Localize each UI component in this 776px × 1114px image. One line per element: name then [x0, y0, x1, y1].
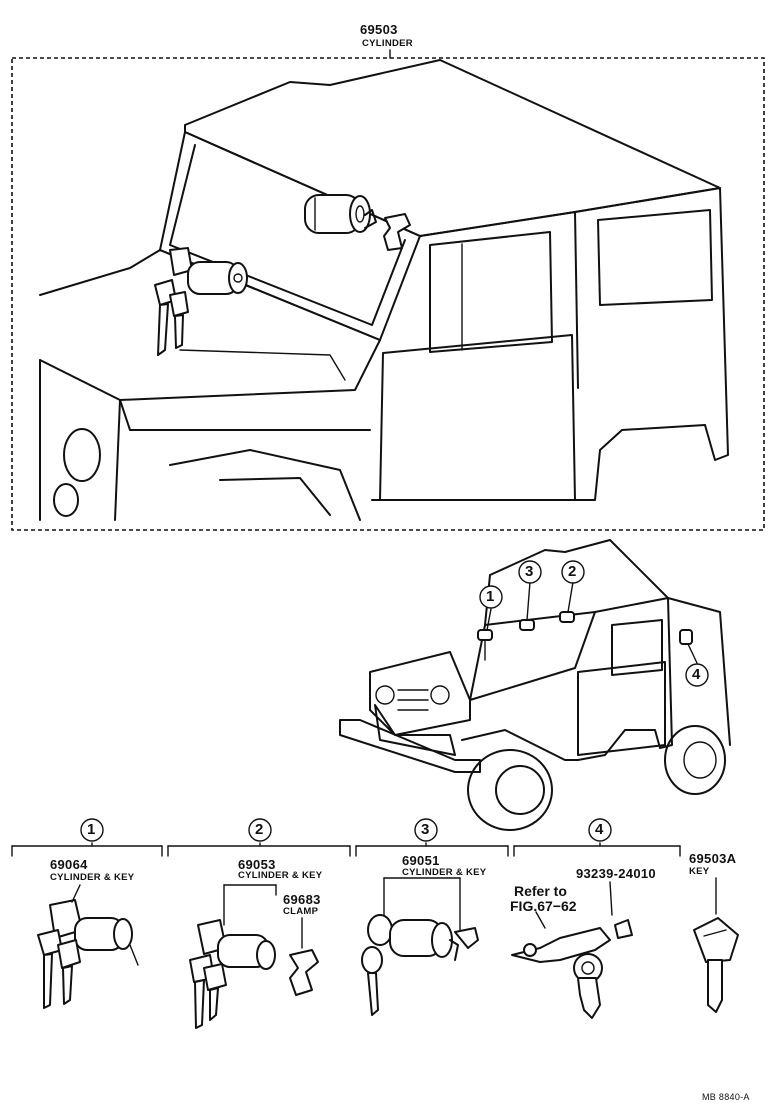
group-3-part-number: 69051: [402, 853, 440, 868]
group-1-part-number: 69064: [50, 857, 88, 872]
jeep-callout-4: 4: [692, 666, 701, 683]
ignition-cylinder-large: [154, 247, 248, 356]
jeep-callout-3: 3: [525, 563, 534, 580]
group-4-bolt-number: 93239-24010: [576, 866, 656, 881]
part-4-illustration: [511, 881, 633, 1019]
key-part-number: 69503A: [689, 851, 737, 866]
group-2-callout: 2: [255, 821, 264, 838]
jeep-overview: [339, 539, 731, 831]
part-69053-illustration: [189, 884, 319, 1029]
group-1-callout: 1: [87, 821, 96, 838]
truck-cab-large: [39, 59, 729, 521]
jeep-callout-1: 1: [486, 588, 495, 605]
group-2-clamp-name: CLAMP: [283, 906, 319, 917]
group-1-part-name: CYLINDER & KEY: [50, 872, 135, 883]
group-2-part-number: 69053: [238, 857, 276, 872]
group-2-part-name: CYLINDER & KEY: [238, 870, 323, 881]
key-69503A-illustration: [693, 877, 739, 1013]
group-4-refer-line-1: Refer to: [514, 883, 567, 899]
key-part-name: KEY: [689, 866, 710, 877]
group-3-part-name: CYLINDER & KEY: [402, 867, 487, 878]
jeep-callout-2: 2: [568, 563, 577, 580]
group-4-refer-line-2: FIG.67−62: [510, 898, 577, 914]
part-69051-illustration: [361, 877, 479, 1016]
top-part-number: 69503: [360, 22, 398, 37]
group-brackets: [11, 818, 681, 857]
diagram-code: MB 8840-A: [702, 1092, 750, 1102]
group-2-clamp-number: 69683: [283, 892, 321, 907]
group-3-callout: 3: [421, 821, 430, 838]
door-cylinder-large: [304, 194, 411, 251]
cylinder-detail-frame: [11, 57, 765, 531]
part-69064-illustration: [37, 884, 139, 1009]
top-part-name: CYLINDER: [362, 38, 413, 49]
group-4-callout: 4: [595, 821, 604, 838]
